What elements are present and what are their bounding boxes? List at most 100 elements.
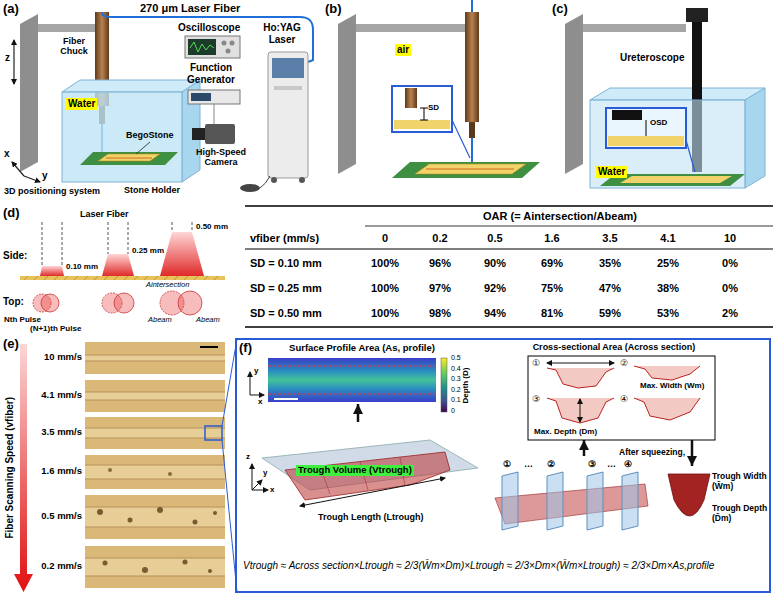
annotation-label: 0.2 mm/s: [28, 561, 82, 572]
table-cell: 0%: [708, 282, 752, 295]
annotation-label: 0.1: [451, 396, 461, 404]
annotation-label: OSD: [650, 118, 667, 127]
table-cell: 0.2: [418, 232, 462, 245]
annotation-label: air: [395, 44, 411, 56]
node-text: …: [524, 459, 533, 469]
node-text: Trough Depth (D̄m): [712, 504, 768, 524]
node-text: Trough Length (Ltrough): [318, 512, 423, 522]
table-cell: 98%: [418, 307, 462, 320]
annotation-label: 270 μm Laser Fiber: [140, 2, 240, 15]
annotation-label: y: [263, 468, 267, 477]
annotation-label: 0.2: [451, 386, 461, 394]
slices-panel: ①…②③…④: [490, 456, 658, 532]
annotation-label: 0.50 mm: [196, 222, 228, 231]
panel-letter: (a): [3, 2, 19, 17]
table-cell: SD = 0.50 mm: [250, 307, 322, 320]
table-cell: OAR (= Aintersection/Abeam): [410, 210, 710, 223]
table-cell: 90%: [473, 257, 517, 270]
annotation-label: ①: [532, 358, 540, 368]
table-cell: 97%: [418, 282, 462, 295]
annotation-label: 0.4: [451, 365, 461, 373]
annotation-label: Water: [596, 166, 627, 178]
annotation-label: 0.5 mm/s: [28, 511, 82, 522]
table-cell: 59%: [588, 307, 632, 320]
annotation-label: Max. Depth (Dm): [534, 427, 597, 436]
surface-profile-panel: Surface Profile Area (As, profile): [243, 342, 473, 404]
annotation-label: 10 mm/s: [28, 352, 82, 363]
annotation-label: Top:: [3, 296, 24, 308]
annotation-label: 0.5: [451, 354, 461, 362]
table-cell: 81%: [530, 307, 574, 320]
node-text: …: [607, 459, 616, 469]
annotation-label: Abeam: [148, 316, 172, 325]
node-text: Cross-sectional Area (Across section): [510, 342, 718, 352]
table-cell: 0%: [708, 257, 752, 270]
table-cell: 69%: [530, 257, 574, 270]
flow-arrow: [583, 440, 586, 456]
annotation-label: x: [258, 397, 262, 406]
annotation-label: 3.5 mm/s: [28, 427, 82, 438]
edge-label: After squeezing,: [617, 448, 687, 458]
annotation-label: Vtrough ≈ Across section×Ltrough ≈ 2/3(W…: [243, 560, 770, 572]
panel-letter: (e): [3, 337, 19, 352]
table-cell: 2%: [708, 307, 752, 320]
table-cell: 92%: [473, 282, 517, 295]
annotation-label: y: [254, 366, 258, 375]
flow-arrow: [357, 404, 360, 422]
annotation-label: BegoStone: [126, 130, 174, 140]
annotation-label: Fiber Chuck: [56, 36, 92, 57]
annotation-label: Function Generator: [180, 62, 242, 85]
annotation-label: High-Speed Camera: [190, 147, 252, 168]
annotation-label: SD: [428, 103, 439, 112]
table-cell: 47%: [588, 282, 632, 295]
table-cell: 38%: [646, 282, 690, 295]
annotation-label: Max. Width (Wm): [640, 381, 704, 390]
annotation-label: Oscilloscope: [178, 22, 240, 34]
annotation-label: Depth (D): [461, 367, 470, 403]
annotation-label: Water: [66, 98, 97, 110]
table-cell: 100%: [363, 282, 407, 295]
annotation-label: ④: [620, 394, 628, 404]
flow-arrow: [691, 440, 694, 466]
table-cell: SD = 0.25 mm: [250, 282, 322, 295]
cross-section-panel: Cross-sectional Area (Across section): [510, 342, 720, 440]
annotation-label: ③: [532, 394, 540, 404]
table-cell: 25%: [646, 257, 690, 270]
annotation-label: Side:: [3, 250, 27, 262]
annotation-label: 0.25 mm: [132, 246, 164, 255]
annotation-label: Aintersection: [146, 281, 189, 290]
panel-box: (f)Surface Profile Area (As, profile)Cro…: [235, 338, 771, 593]
node-text: ①: [503, 459, 511, 469]
annotation-label: z: [5, 52, 10, 64]
annotation-label: 0.10 mm: [66, 262, 98, 271]
table-cell: 100%: [363, 307, 407, 320]
annotation-label: ②: [620, 358, 628, 368]
annotation-label: Laser Fiber: [80, 209, 129, 219]
annotation-label: Ureteroscope: [620, 52, 684, 64]
panel-letter: (d): [3, 206, 20, 221]
trough-3d-panel: Trough Volume (Vtrough) Trough Length (Lt…: [243, 422, 483, 532]
annotation-label: 3D positioning system: [4, 186, 100, 196]
table-cell: 3.5: [588, 232, 632, 245]
table-cell: 75%: [530, 282, 574, 295]
table-cell: 94%: [473, 307, 517, 320]
panel-letter: (c): [552, 2, 568, 17]
annotation-label: 0: [451, 407, 455, 415]
table-cell: 0: [363, 232, 407, 245]
node-text: ②: [547, 459, 555, 469]
annotation-label: 4.1 mm/s: [28, 390, 82, 401]
table-cell: SD = 0.10 mm: [250, 257, 322, 270]
table-cell: 100%: [363, 257, 407, 270]
annotation-label: Nth Pulse: [4, 315, 41, 324]
table-cell: 53%: [646, 307, 690, 320]
annotation-label: 0.3: [451, 375, 461, 383]
table-cell: 1.6: [530, 232, 574, 245]
table-cell: 0.5: [473, 232, 517, 245]
node-text: Trough Volume (Vtrough): [296, 465, 414, 476]
squeezed-trough-panel: Trough Width (W̄m)Trough Depth (D̄m): [664, 466, 770, 536]
table-cell: vfiber (mm/s): [250, 232, 319, 245]
node-text: ③: [588, 459, 596, 469]
